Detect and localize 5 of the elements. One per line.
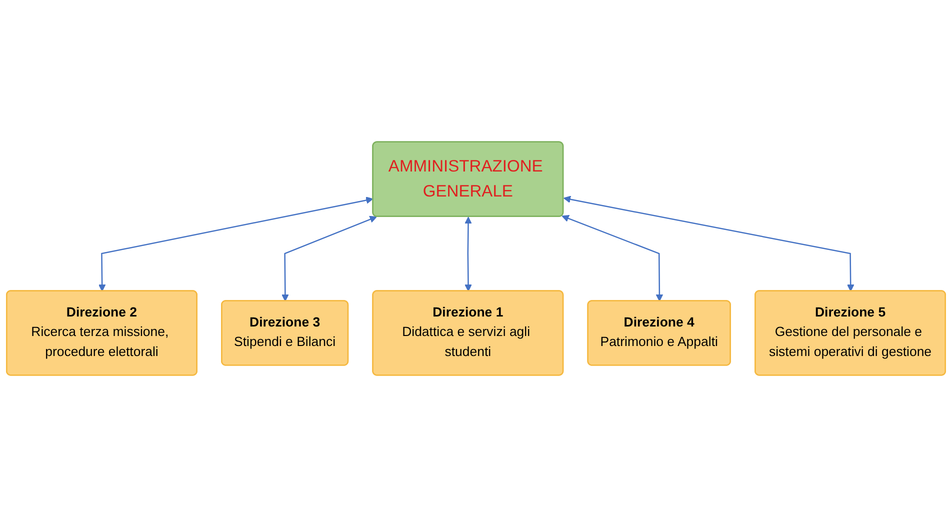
arrow — [563, 196, 854, 292]
arrow — [98, 196, 374, 292]
arrow — [464, 216, 472, 292]
arrow — [562, 215, 664, 302]
arrow — [282, 216, 377, 302]
